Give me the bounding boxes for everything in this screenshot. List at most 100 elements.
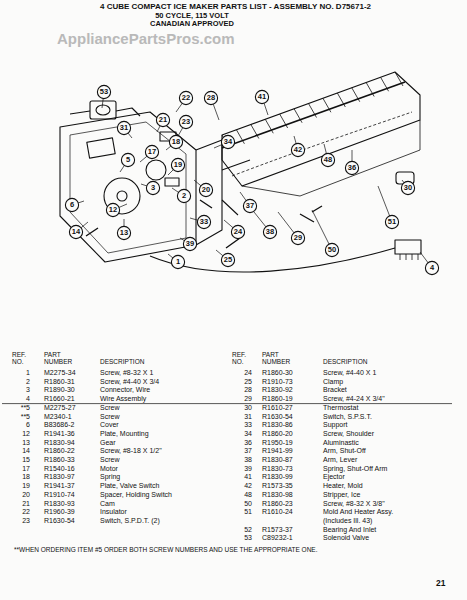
- mold-fin: [309, 104, 317, 118]
- valve-tube: [70, 108, 140, 116]
- part-description: Screw: [100, 413, 119, 421]
- part-number: R1830-94: [44, 439, 75, 447]
- callout-number: 1: [169, 257, 187, 267]
- part-description: Insulator: [100, 508, 127, 516]
- part-number: B83686-2: [44, 421, 74, 429]
- part-number: R1630-54: [44, 517, 75, 525]
- mold-fin: [251, 125, 259, 139]
- ref-number: 28: [222, 386, 252, 394]
- callout-number: 19: [169, 160, 187, 170]
- ref-number: 13: [2, 439, 30, 447]
- callout-number: 23: [177, 117, 195, 127]
- part-number: R1573-37: [262, 526, 293, 534]
- ref-number: 41: [222, 473, 252, 481]
- ref-number: 31: [222, 413, 252, 421]
- part-description: Mold And Heater Assy. (Includes Ill. 43): [323, 508, 423, 525]
- callout-number: 4: [423, 263, 441, 273]
- part-description: Clamp: [323, 378, 343, 386]
- part-number: R1830-86: [262, 421, 293, 429]
- ref-number: 4: [2, 395, 30, 403]
- callout-number: 25: [219, 255, 237, 265]
- part-description: Switch, S.P.S.T.: [323, 413, 372, 421]
- ref-number: 50: [222, 500, 252, 508]
- callout-number: 50: [323, 245, 341, 255]
- part-description: Ejector: [323, 473, 345, 481]
- callout-number: 33: [195, 217, 213, 227]
- callout-number: 12: [104, 205, 122, 215]
- callout-number: 17: [143, 147, 161, 157]
- ref-number: **5: [2, 404, 30, 412]
- footnote: **WHEN ORDERING ITEM #5 ORDER BOTH SCREW…: [14, 546, 318, 554]
- mold-fin: [265, 119, 273, 133]
- part-description: Screw, Shoulder: [323, 430, 374, 438]
- part-number: R1830-73: [262, 465, 293, 473]
- mold-fin: [236, 130, 244, 144]
- callout-number: 34: [219, 137, 237, 147]
- part-number: R1860-33: [44, 456, 75, 464]
- ref-number: 53: [222, 534, 252, 542]
- part-description: Aluminastic: [323, 439, 359, 447]
- part-number: R1830-98: [262, 491, 293, 499]
- part-description: Screw, #4-40 X 1: [323, 369, 376, 377]
- part-description: Screw: [100, 456, 119, 464]
- mold-fin: [294, 109, 302, 123]
- support-bracket: [196, 140, 222, 245]
- wire-assembly: [150, 248, 395, 272]
- part-description: Motor: [100, 465, 118, 473]
- part-number: R1830-99: [262, 473, 293, 481]
- ref-number: 33: [222, 421, 252, 429]
- part-description: Heater, Mold: [323, 482, 363, 490]
- part-number: M2275-34: [44, 369, 76, 377]
- cam: [146, 160, 166, 180]
- part-description: Gear: [100, 439, 116, 447]
- part-description: Solenoid Valve: [323, 534, 369, 542]
- ref-number: 2: [2, 378, 30, 386]
- part-description: Plate, Valve Switch: [100, 482, 159, 490]
- part-number: R1660-21: [44, 395, 75, 403]
- part-description: Cover: [100, 421, 119, 429]
- part-description: Screw: [100, 404, 119, 412]
- valve-coil: [96, 105, 110, 115]
- table-header: DESCRIPTION: [323, 358, 367, 365]
- ref-number: 37: [222, 447, 252, 455]
- part-description: Screw, #4-24 X 3/4": [323, 395, 385, 403]
- callout-number: 2: [175, 191, 193, 201]
- part-description: Screw, #8-32 X 1: [100, 369, 153, 377]
- mold-fin: [381, 77, 389, 91]
- part-description: Plate, Mounting: [100, 430, 149, 438]
- part-description: Bearing And Inlet: [323, 526, 376, 534]
- ref-number: 38: [222, 456, 252, 464]
- part-number: R1860-20: [262, 430, 293, 438]
- part-description: Bracket: [323, 386, 347, 394]
- screw: [86, 200, 322, 248]
- housing-cover: [60, 112, 196, 262]
- part-number: R1960-39: [44, 508, 75, 516]
- callout-number: 21: [154, 115, 172, 125]
- callout-number: 41: [253, 92, 271, 102]
- table-header: DESCRIPTION: [100, 358, 144, 365]
- part-description: Screw, #8-18 X 1/2": [100, 447, 162, 455]
- callout-number: 31: [115, 123, 133, 133]
- ref-number: 39: [222, 465, 252, 473]
- part-number: R1890-30: [44, 386, 75, 394]
- callout-number: 24: [229, 227, 247, 237]
- table-header: PART NUMBER: [44, 351, 78, 365]
- mold-fin: [395, 72, 403, 86]
- ref-number: 48: [222, 491, 252, 499]
- solenoid-valve: [90, 101, 116, 119]
- ref-number: 52: [222, 526, 252, 534]
- part-description: Switch, S.P.D.T. (2): [100, 517, 160, 525]
- callout-number: 51: [383, 217, 401, 227]
- ice-stripper: [242, 120, 420, 196]
- part-number: C89232-1: [262, 534, 293, 542]
- part-description: Screw, #8-32 X 3/8": [323, 500, 385, 508]
- part-number: R1830-92: [262, 386, 293, 394]
- part-description: Spacer, Holding Switch: [100, 491, 172, 499]
- part-description: Cam: [100, 500, 115, 508]
- part-description: Wire Assembly: [100, 395, 146, 403]
- part-number: R1941-37: [44, 482, 75, 490]
- page-number: 21: [436, 578, 445, 588]
- part-number: R1830-97: [44, 473, 75, 481]
- mold-fin: [323, 98, 331, 112]
- watermark: AppliancePartsPros.com: [57, 30, 235, 47]
